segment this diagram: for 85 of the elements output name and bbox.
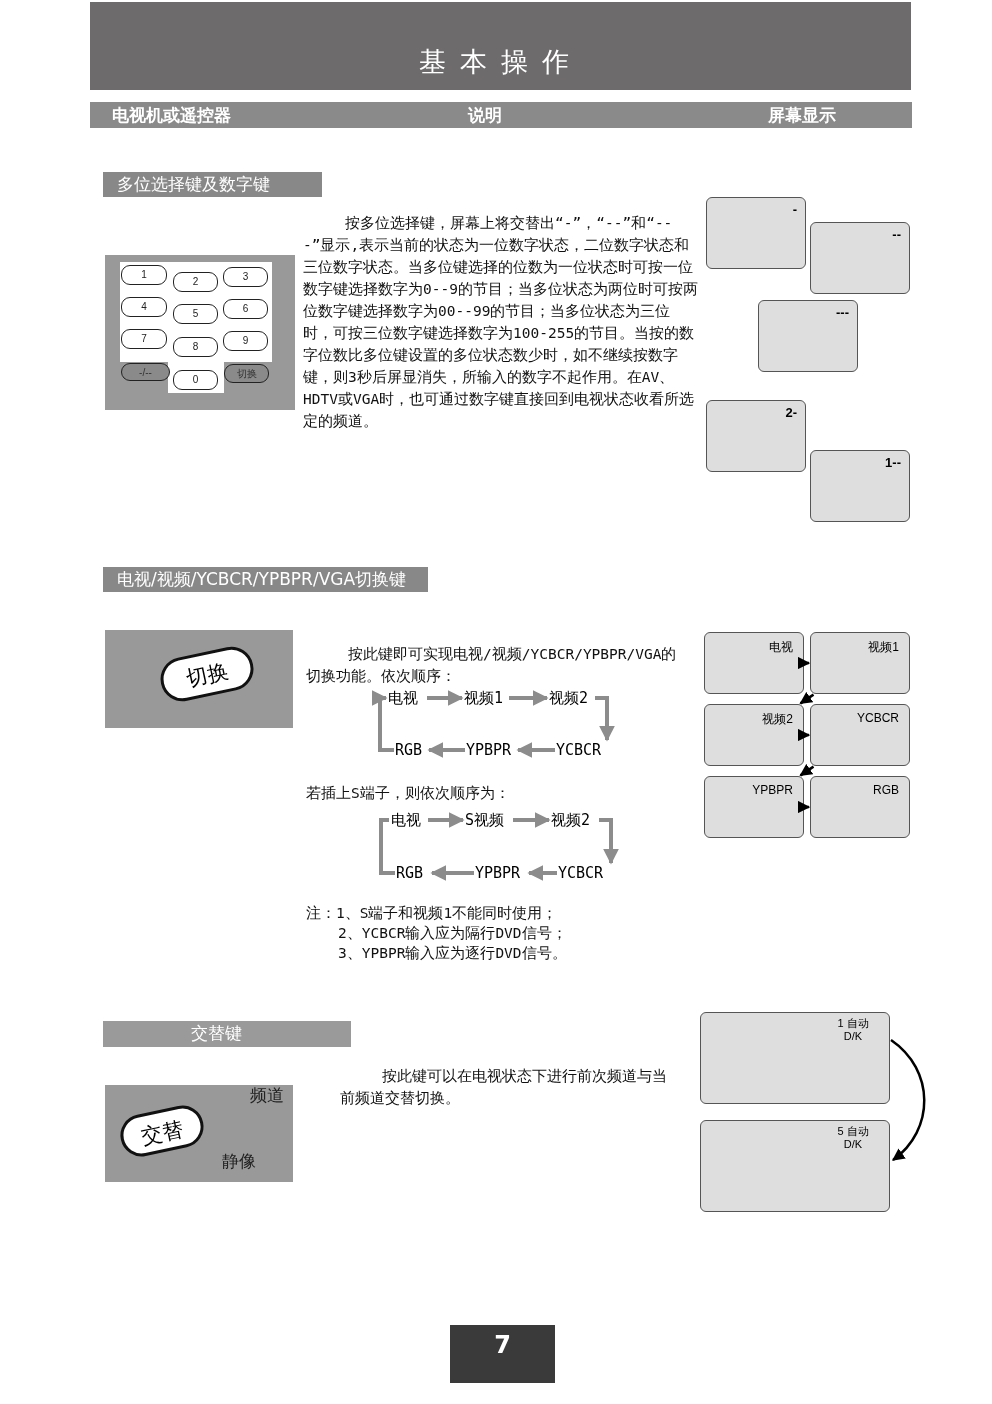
number-key: 9 [223,331,268,351]
number-key: 5 [173,304,218,324]
flow-arrow [595,696,615,742]
connector-line [379,818,395,875]
screen-text: YCBCR [857,711,899,725]
tv-screen [704,704,804,766]
note-text: 3、YPBPR输入应为逐行DVD信号。 [338,944,568,963]
flow-step-text: YCBCR [558,865,610,881]
column-header: 屏幕显示 [768,104,836,127]
screen-text: 5 自动 D/K [836,1125,870,1151]
flow-step-text: RGB [396,865,430,881]
tv-screen [700,1120,890,1212]
curved-arrow [797,728,811,742]
page-number: 7 [450,1325,555,1383]
tv-screen [810,222,910,294]
number-key: 7 [121,329,167,349]
screen-text: --- [836,305,849,320]
flow-step-text: YCBCR [556,742,608,758]
screen-text: -- [892,227,901,242]
curved-arrow [797,656,811,670]
flow-arrow [513,812,551,828]
flow-step-text: 视频1 [464,690,508,706]
flow-arrow [599,818,619,865]
digit-mode-key: -/-- [121,363,170,381]
tv-screen [758,300,858,372]
tv-screen [810,450,910,522]
number-key: 1 [121,265,167,285]
flow-step-text: RGB [395,742,427,758]
flow-arrow [427,742,465,758]
note-text: 2、YCBCR输入应为隔行DVD信号； [338,924,568,943]
flow-arrow [509,690,549,706]
screen-text: 视频1 [868,639,899,656]
screen-text: 1 自动 D/K [836,1017,870,1043]
screen-text: - [792,202,797,217]
flow-step-text: 视频2 [551,812,598,828]
flow-step-text: 电视 [391,812,427,828]
curved-arrow [799,763,815,777]
tv-screen [704,632,804,694]
flow-arrow [427,690,464,706]
flow-arrow [371,690,394,752]
number-key: 6 [223,299,268,319]
curved-arrow [890,1039,926,1161]
paragraph: 按此键可以在电视状态下进行前次频道与当前频道交替切换。 [340,1067,669,1108]
paragraph: 若插上S端子，则依次顺序为： [306,784,511,803]
flow-step-text: S视频 [465,812,512,828]
flow-step-text: YPBPR [475,865,527,881]
screen-text: RGB [873,783,899,797]
screen-text: 视频2 [762,711,793,728]
paragraph: 按此键即可实现电视/视频/YCBCR/YPBPR/VGA的切换功能。依次顺序： [306,645,678,686]
paragraph: 按多位选择键，屏幕上将交替出“-”，“--”和“---”显示,表示当前的状态为一位数字状态，二位数字状态和三位数字状态。当多位键选择的位数为一位状态时可按一位数字键选择数字为0--9的节目；当多位状态为两位时可按两位数字键选择数字为00--99的节目；当多位状态为三位时，可按三位数字键选择数字为100-255的节目。当按的数字位数比多位键设置的多位状态数少时，如不继续按数字键，则3秒后屏显消失，所输入的数字不起作用。在AV、HDTV或VGA时，也可通过数字键直接回到电视状态收看所选定的频道。 [303,214,699,431]
screen-text: 2- [785,405,797,420]
tv-screen [810,776,910,838]
key-label: 频道 [250,1084,292,1106]
flow-arrow [516,742,555,758]
number-key: 4 [121,297,167,317]
curved-arrow [797,800,811,814]
flow-arrow [428,812,465,828]
section-heading: 交替键 [103,1021,351,1047]
section-heading: 多位选择键及数字键 [103,172,322,197]
tv-screen [810,704,910,766]
column-header: 电视机或遥控器 [112,104,231,127]
number-key: 8 [173,337,218,357]
tv-screen [706,400,806,472]
note-text: 注：1、S端子和视频1不能同时使用； [306,904,559,923]
tv-screen [704,776,804,838]
flow-arrow [527,865,557,881]
column-header-band [90,102,912,128]
flow-step-text: 视频2 [549,690,594,706]
curved-arrow [799,691,815,705]
tv-screen [706,197,806,269]
tv-screen [700,1012,890,1104]
flow-step-text: 电视 [388,690,426,706]
flow-arrow [430,865,474,881]
screen-text: 1-- [885,455,901,470]
screen-text: 电视 [769,639,793,656]
tv-screen [810,632,910,694]
number-key: 0 [173,370,218,390]
section-heading: 电视/视频/YCBCR/YPBPR/VGA切换键 [103,567,428,592]
page-title: 基本操作 [90,2,911,90]
number-key: 3 [223,267,268,287]
screen-text: YPBPR [752,783,793,797]
column-header: 说明 [468,104,502,127]
number-key: 2 [173,272,218,292]
key-label: 静像 [222,1150,292,1178]
flow-step-text: YPBPR [466,742,516,758]
